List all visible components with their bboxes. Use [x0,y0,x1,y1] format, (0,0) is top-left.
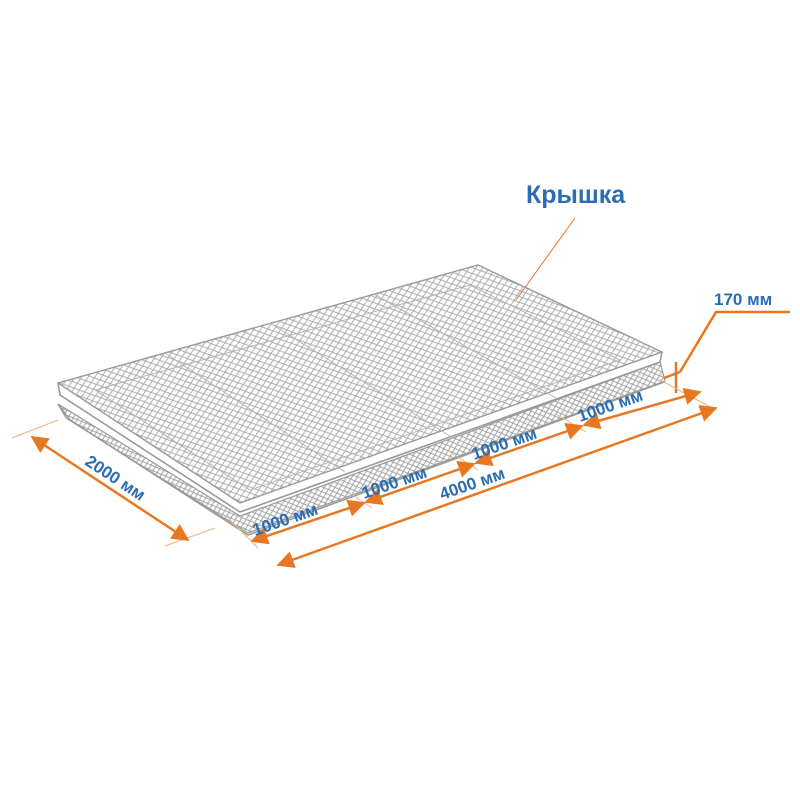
lid-leader-line [515,217,576,301]
lid-label: Крышка [526,181,626,209]
height-dimension: 170 мм [663,290,790,393]
inner-frame [94,284,622,491]
lid-front-edge [57,351,663,513]
length-label: 4000 мм [437,464,507,504]
height-label: 170 мм [714,290,772,309]
length-line [276,405,718,568]
mattress-side-face [57,361,666,534]
